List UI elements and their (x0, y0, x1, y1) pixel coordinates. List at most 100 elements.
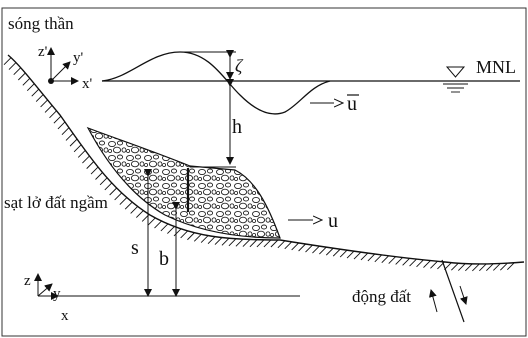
seabed-hatch-stroke (500, 262, 508, 271)
seabed-hatch-stroke (173, 228, 182, 237)
seabed-hatch-stroke (69, 138, 78, 147)
seabed-hatch-stroke (104, 182, 113, 191)
seabed-hatch-stroke (86, 161, 94, 169)
water-level-icon (445, 66, 466, 78)
seabed-hatch-stroke (319, 246, 327, 255)
seabed-hatch-stroke (451, 262, 459, 271)
seabed-hatch-stroke (8, 62, 17, 70)
seabed-hatch-stroke (35, 94, 44, 102)
frame (1, 7, 527, 337)
seabed-hatch-stroke (214, 237, 223, 245)
seabed-hatch-stroke (325, 247, 334, 256)
tsunami-wave (101, 51, 331, 115)
seabed-hatch-stroke (430, 260, 438, 269)
seabed-hatch-stroke (124, 201, 133, 210)
seabed-hatch-stroke (22, 78, 31, 86)
seabed-hatch-stroke (31, 88, 40, 97)
seabed-hatch-stroke (187, 232, 195, 241)
seabed-hatch-stroke (493, 263, 501, 271)
seabed-hatch-stroke (160, 223, 169, 232)
seabed-hatch-stroke (423, 260, 431, 268)
y-label: y (53, 286, 61, 302)
seabed-hatch-stroke (235, 238, 244, 247)
zeta-label: ζ (235, 56, 244, 76)
seabed-hatch-stroke (479, 263, 487, 272)
seabed-hatch-stroke (291, 242, 299, 251)
seabed-hatch-stroke (284, 241, 293, 250)
water-level-label: MNL (476, 57, 516, 77)
seabed-hatch-stroke (147, 217, 156, 226)
seabed-hatch-stroke (26, 83, 35, 92)
seabed-hatch-stroke (367, 253, 376, 262)
seabed-hatch-stroke (109, 187, 117, 196)
seabed-hatch-stroke (17, 72, 26, 81)
seabed-hatch-stroke (40, 99, 48, 108)
seabed-hatch-stroke (200, 235, 209, 243)
seabed-hatch-stroke (49, 110, 57, 119)
seabed-hatch-stroke (193, 233, 202, 242)
seabed-hatch-stroke (270, 239, 279, 248)
seabed-hatch-stroke (339, 249, 348, 258)
seabed-hatch-stroke (395, 257, 403, 265)
seabed-hatch-stroke (298, 243, 306, 252)
seabed-hatch-stroke (57, 121, 66, 130)
seabed-hatch-stroke (332, 248, 341, 257)
u-bar-label: u (347, 93, 357, 115)
seabed-hatch-stroke (95, 172, 103, 180)
seabed-hatch-stroke (154, 220, 162, 229)
seabed-line (7, 54, 525, 265)
z-prime-label: z' (38, 44, 48, 60)
seabed-hatch-stroke (360, 252, 369, 261)
seabed-hatch-stroke (346, 250, 355, 259)
seabed-hatch-stroke (228, 238, 237, 247)
b-label: b (159, 248, 169, 270)
seabed-hatch-stroke (256, 239, 265, 248)
seabed-hatch-stroke (263, 239, 272, 248)
seabed-hatch-stroke (506, 262, 515, 271)
seabed-hatch-stroke (44, 105, 53, 113)
seabed-hatch-stroke (114, 192, 122, 201)
seabed-hatch-stroke (167, 226, 175, 234)
seabed-hatch-stroke (207, 236, 216, 245)
seabed-hatch-stroke (465, 263, 473, 272)
landslide-body (86, 126, 281, 239)
seabed-hatch-stroke (99, 177, 108, 186)
tsunami-label: sóng thần (8, 14, 74, 33)
seabed-hatch-stroke (136, 210, 144, 218)
seabed-hatch-stroke (312, 245, 320, 254)
x-label: x (61, 308, 69, 324)
seabed-hatch-stroke (90, 166, 99, 175)
fault-up-arrow (428, 289, 438, 313)
seabed-hatch-stroke (381, 255, 390, 264)
seabed-hatch-stroke (374, 254, 383, 263)
seabed-hatch-stroke (409, 258, 417, 267)
seabed-hatch-stroke (353, 251, 362, 260)
seabed-hatch-stroke (472, 263, 480, 272)
seabed-hatch-stroke (305, 244, 313, 253)
seabed-hatch-stroke (416, 259, 424, 268)
seabed-hatch-stroke (388, 256, 397, 264)
seabed-hatch-stroke (221, 237, 230, 246)
seabed-hatch-stroke (249, 239, 258, 248)
s-label: s (131, 237, 139, 259)
seabed-hatch-stroke (3, 57, 12, 65)
u-label: u (328, 210, 338, 232)
seabed-hatch-stroke (130, 206, 138, 214)
z-label: z (24, 273, 31, 289)
seabed-hatch-stroke (77, 150, 86, 158)
y-prime-label: y' (73, 50, 84, 66)
seabed-hatching (3, 57, 515, 272)
seabed-hatch-stroke (486, 263, 494, 272)
local-axes: z' y' x' (38, 44, 93, 92)
h-label: h (232, 116, 242, 138)
x-prime-label: x' (82, 76, 93, 92)
fault (428, 259, 468, 323)
fault-down-arrow (459, 285, 468, 305)
seabed-hatch-stroke (82, 155, 90, 164)
seabed-hatch-stroke (242, 239, 251, 247)
seabed-hatch-stroke (180, 230, 188, 239)
seabed-hatch-stroke (277, 240, 286, 249)
seabed-hatch-stroke (53, 115, 62, 124)
seabed-hatch-stroke (402, 257, 410, 266)
